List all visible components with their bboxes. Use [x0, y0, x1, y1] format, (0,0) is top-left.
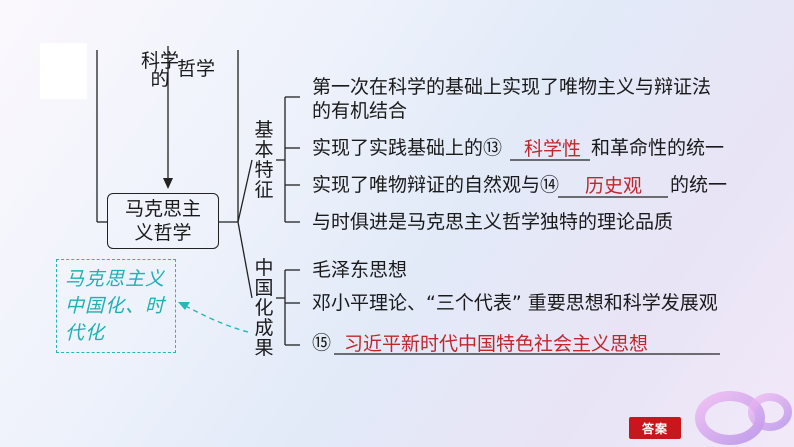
- branch-label-basic-features: 基本特征: [254, 119, 274, 201]
- sinicization-item-3-prefix: ⑮: [312, 332, 332, 354]
- sinicization-item-2: 邓小平理论、“三个代表” 重要思想和科学发展观: [312, 292, 718, 314]
- answer-button[interactable]: 答案: [629, 417, 681, 439]
- feature-item-4: 与时俱进是马克思主义哲学独特的理论品质: [312, 211, 674, 233]
- decorative-rings-icon: [695, 391, 792, 445]
- decorative-white-square: [40, 43, 87, 99]
- feature-item-2-suffix: 和革命性的统一: [591, 137, 725, 159]
- center-node-marxist-philosophy: 马克思主义哲学: [107, 193, 219, 249]
- label-scientific: 科学的: [140, 50, 179, 90]
- feature-item-2-prefix: 实现了实践基础上的⑬: [312, 137, 503, 159]
- feature-item-3-suffix: 的统一: [670, 174, 728, 196]
- branch-label-sinicization: 中国化成果: [254, 257, 274, 359]
- sinicization-item-3-answer: 习近平新时代中国特色社会主义思想: [344, 333, 649, 355]
- feature-item-2-answer: 科学性: [524, 138, 582, 160]
- feature-item-3-answer: 历史观: [585, 175, 643, 197]
- center-node-label: 马克思主义哲学: [124, 198, 201, 244]
- feature-item-3-prefix: 实现了唯物辩证的自然观与⑭: [312, 174, 560, 196]
- handwritten-note-box: 马克思主义中国化、时代化: [56, 259, 176, 353]
- handwritten-note-text: 马克思主义中国化、时代化: [65, 268, 166, 344]
- label-philosophy: 哲学: [176, 58, 215, 80]
- feature-item-1-line1: 第一次在科学的基础上实现了唯物主义与辩证法: [312, 76, 712, 98]
- sinicization-item-1: 毛泽东思想: [312, 259, 408, 281]
- feature-item-1-line2: 的有机结合: [312, 100, 408, 122]
